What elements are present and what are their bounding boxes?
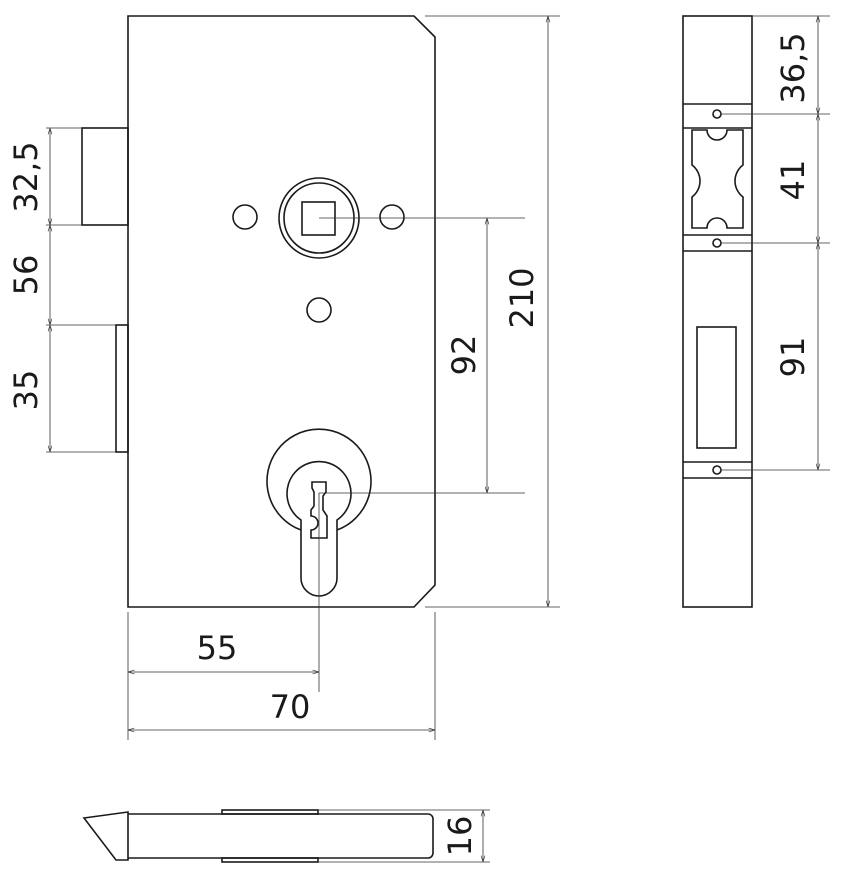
dim-backset: 55 [197, 629, 238, 667]
dim-bolt-height: 35 [7, 370, 45, 411]
side-view: 36,5 41 91 [682, 15, 830, 608]
front-dimensions [46, 15, 560, 740]
deadbolt [115, 324, 129, 453]
forend [682, 15, 753, 608]
dim-latch-to-bolt: 56 [7, 255, 45, 296]
screw-hole-right [379, 204, 405, 230]
dim-thickness: 16 [441, 816, 479, 857]
latch-opening [691, 129, 744, 229]
dim-top-to-hole: 36,5 [774, 32, 812, 103]
spindle-follower [278, 177, 360, 259]
dim-hole-spacing-upper: 41 [774, 160, 812, 201]
screw-hole-left [232, 204, 258, 230]
forend-screw-hole [712, 238, 722, 248]
side-dimensions [721, 15, 830, 471]
screw-hole-center [306, 297, 332, 323]
forend-plate [221, 809, 319, 815]
forend-plate [221, 857, 319, 863]
dim-case-width: 70 [270, 688, 311, 726]
bolt-opening [696, 326, 737, 449]
latch [81, 127, 129, 226]
dim-hole-spacing-lower: 91 [774, 337, 812, 378]
case-body-top [128, 813, 434, 859]
dim-spindle-to-cylinder: 92 [445, 335, 483, 376]
front-view: 32,5 56 35 92 210 55 70 [7, 15, 560, 740]
bottom-view: 16 [82, 809, 490, 863]
dim-case-height: 210 [503, 267, 541, 328]
forend-screw-hole [712, 465, 722, 475]
latch-bevel [82, 811, 129, 861]
lock-case [127, 15, 436, 608]
cylinder-hole [266, 428, 372, 597]
dim-latch-height: 32,5 [7, 141, 45, 212]
forend-screw-hole [712, 109, 722, 119]
